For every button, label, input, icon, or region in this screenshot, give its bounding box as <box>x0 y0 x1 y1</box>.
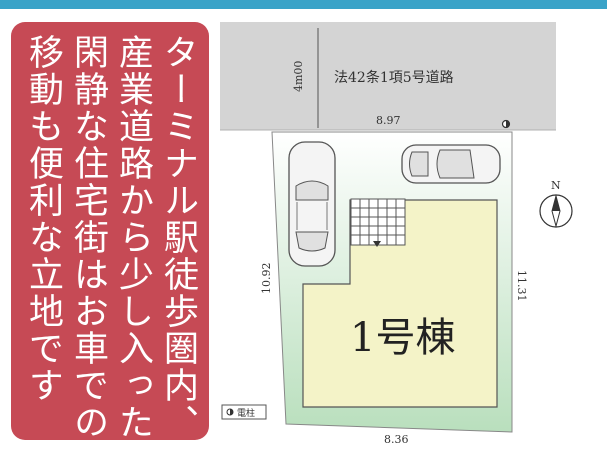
entrance-arrow <box>373 241 381 247</box>
headline-column-4: 移動も便利な立地です <box>23 34 63 404</box>
headline-panel <box>11 22 209 440</box>
dim-top-label: 8.97 <box>376 114 401 127</box>
headline-column-1: ターミナル駅徒歩圏内、 <box>158 34 198 441</box>
top-accent-bar <box>0 0 607 9</box>
dim-left-label: 10.92 <box>260 263 273 295</box>
legend-box <box>221 404 267 420</box>
dim-bottom-label: 8.36 <box>384 433 409 446</box>
utility-pole-marker-fill <box>506 120 510 128</box>
road-label: 法42条1項5号道路 <box>334 69 454 86</box>
legend-pole-icon-fill <box>230 409 233 415</box>
compass-icon <box>539 194 573 228</box>
entrance-steps <box>350 198 406 246</box>
headline-column-3: 閑静な住宅街はお車での <box>68 34 108 441</box>
car-horizontal <box>401 144 501 184</box>
car-vertical <box>288 141 336 267</box>
building-footprint <box>302 199 498 408</box>
building-label: 1号棟 <box>350 315 455 361</box>
headline-column-2: 産業道路から少し入った <box>113 34 153 441</box>
road-area <box>220 22 556 130</box>
compass-north-label: N <box>551 179 561 192</box>
legend-label: 電柱 <box>237 407 255 419</box>
road-width-label: 4m00 <box>292 61 305 92</box>
dim-right-label: 11.31 <box>515 270 528 302</box>
